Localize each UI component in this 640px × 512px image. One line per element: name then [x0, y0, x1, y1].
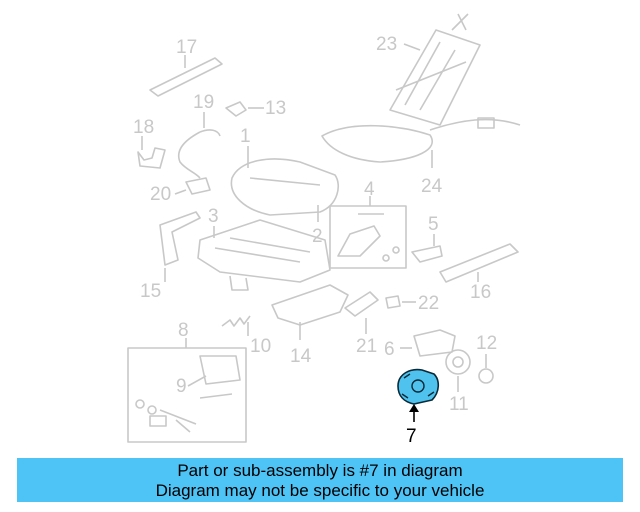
part-6: [400, 329, 456, 357]
callout-1: 1: [240, 126, 251, 147]
callout-10: 10: [250, 336, 271, 357]
part-14: [271, 284, 349, 340]
part-12: [478, 354, 494, 384]
callout-3: 3: [208, 206, 219, 227]
callout-6: 6: [384, 339, 395, 360]
callout-5: 5: [428, 214, 439, 235]
callout-19: 19: [193, 92, 214, 113]
part-3: [197, 219, 331, 291]
callout-24: 24: [421, 176, 443, 197]
callout-20: 20: [150, 184, 171, 205]
callout-4: 4: [364, 179, 375, 200]
part-19: [178, 112, 221, 179]
banner-line-1: Part or sub-assembly is #7 in diagram: [177, 461, 463, 480]
part-1: [230, 146, 339, 216]
part-17: [149, 55, 223, 97]
callout-2: 2: [312, 226, 323, 247]
callout-22: 22: [418, 293, 439, 314]
part-18: [137, 136, 166, 169]
part-4: [329, 196, 407, 269]
callout-15: 15: [140, 281, 161, 302]
part-15: [159, 211, 201, 282]
part-20: [174, 177, 211, 195]
part-11: [445, 349, 471, 392]
callout-13: 13: [265, 98, 286, 119]
part-16: [439, 243, 519, 283]
callout-21: 21: [356, 336, 377, 357]
part-23: [389, 13, 481, 126]
part-13: [225, 101, 264, 117]
leader-7-arrowhead: [409, 404, 419, 412]
part-5: [411, 234, 443, 263]
part-22: [385, 295, 416, 309]
leader-9: [187, 375, 207, 387]
callout-23: 23: [376, 34, 397, 55]
callout-14: 14: [290, 346, 312, 367]
part-24: [321, 117, 521, 168]
callout-17: 17: [176, 37, 197, 58]
callout-8: 8: [178, 320, 189, 341]
parts-diagram: 17 13 19 18 20 1 2 3: [127, 13, 521, 447]
info-banner: Part or sub-assembly is #7 in diagram Di…: [17, 458, 623, 502]
part-21: [344, 291, 379, 334]
part-8: [127, 338, 247, 443]
callout-16: 16: [470, 282, 491, 303]
callout-11: 11: [449, 394, 469, 415]
callout-9: 9: [176, 376, 187, 397]
part-10: [221, 315, 251, 336]
callout-7: 7: [406, 426, 417, 447]
callout-18: 18: [133, 117, 154, 138]
banner-line-2: Diagram may not be specific to your vehi…: [155, 481, 485, 500]
part-7-highlighted: [397, 368, 440, 405]
callout-12: 12: [476, 333, 497, 354]
